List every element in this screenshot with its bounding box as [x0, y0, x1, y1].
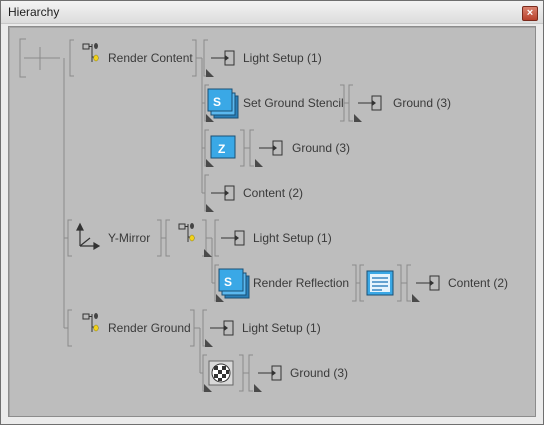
arrow-box-icon	[257, 365, 282, 381]
light-bulb-icon	[82, 312, 99, 333]
ground-node[interactable]: Ground (3)	[357, 95, 451, 111]
ground-label: Ground (3)	[393, 96, 451, 110]
set-ground-stencil-node[interactable]: S Set Ground Stencil	[207, 88, 344, 119]
stencil-letter: S	[213, 95, 221, 109]
content-node[interactable]: Content (2)	[210, 185, 303, 201]
checker-material-node[interactable]	[208, 360, 234, 386]
light-setup-node[interactable]: Light Setup (1)	[209, 320, 321, 336]
y-mirror-label: Y-Mirror	[108, 231, 150, 245]
z-buffer-node[interactable]: Z	[210, 135, 236, 159]
hierarchy-panel[interactable]: Render Content Light Setup (1) S Set Gro…	[8, 26, 536, 417]
ground-node[interactable]: Ground (3)	[258, 140, 350, 156]
close-button[interactable]: ×	[522, 6, 538, 21]
checker-ball-icon	[208, 360, 234, 386]
light-setup-node[interactable]: Light Setup (1)	[210, 50, 322, 66]
ground-label: Ground (3)	[290, 366, 348, 380]
render-reflection-node[interactable]: S Render Reflection	[218, 268, 349, 299]
light-node[interactable]	[178, 222, 195, 243]
light-bulb-icon	[178, 222, 195, 243]
y-mirror-node[interactable]: Y-Mirror	[76, 222, 150, 251]
light-setup-label: Light Setup (1)	[253, 231, 332, 245]
layers-icon: S	[218, 268, 250, 299]
render-ground-label: Render Ground	[108, 321, 191, 335]
expand-corner-icon[interactable]	[206, 204, 214, 212]
window-title: Hierarchy	[8, 5, 60, 19]
layer-list-node[interactable]	[366, 270, 394, 296]
arrow-box-icon	[220, 230, 245, 246]
light-setup-node[interactable]: Light Setup (1)	[220, 230, 332, 246]
stencil-pass-icon: S	[207, 88, 239, 119]
arrow-box-icon	[210, 185, 235, 201]
light-bulb-icon	[82, 42, 99, 63]
expand-corner-icon[interactable]	[204, 249, 212, 257]
set-ground-stencil-label: Set Ground Stencil	[243, 96, 344, 110]
arrow-box-icon	[209, 320, 234, 336]
expand-corner-icon[interactable]	[255, 159, 263, 167]
arrow-box-icon	[357, 95, 382, 111]
expand-corner-icon[interactable]	[206, 69, 214, 77]
ground-label: Ground (3)	[292, 141, 350, 155]
light-setup-label: Light Setup (1)	[242, 321, 321, 335]
arrow-box-icon	[210, 50, 235, 66]
hierarchy-tree: Render Content Light Setup (1) S Set Gro…	[19, 38, 508, 392]
render-ground-node[interactable]: Render Ground	[82, 312, 191, 335]
z-buffer-icon: Z	[210, 135, 236, 159]
ground-node[interactable]: Ground (3)	[257, 365, 348, 381]
light-setup-label: Light Setup (1)	[243, 51, 322, 65]
z-letter: Z	[218, 142, 225, 156]
axes-icon	[76, 222, 101, 251]
content-label: Content (2)	[448, 276, 508, 290]
reflection-letter: S	[224, 275, 232, 289]
expand-corner-icon[interactable]	[206, 159, 214, 167]
expand-corner-icon[interactable]	[354, 114, 362, 122]
title-bar[interactable]: Hierarchy ×	[1, 1, 543, 24]
expand-corner-icon[interactable]	[412, 294, 420, 302]
expand-corner-icon[interactable]	[205, 339, 213, 347]
close-icon: ×	[526, 7, 534, 19]
content-label: Content (2)	[243, 186, 303, 200]
layer-list-icon	[366, 270, 394, 296]
render-content-label: Render Content	[108, 51, 193, 65]
content-node[interactable]: Content (2)	[415, 275, 508, 291]
arrow-box-icon	[415, 275, 440, 291]
render-content-node[interactable]: Render Content	[82, 42, 193, 65]
expand-corner-icon[interactable]	[254, 384, 262, 392]
arrow-box-icon	[258, 140, 283, 156]
render-reflection-label: Render Reflection	[253, 276, 349, 290]
